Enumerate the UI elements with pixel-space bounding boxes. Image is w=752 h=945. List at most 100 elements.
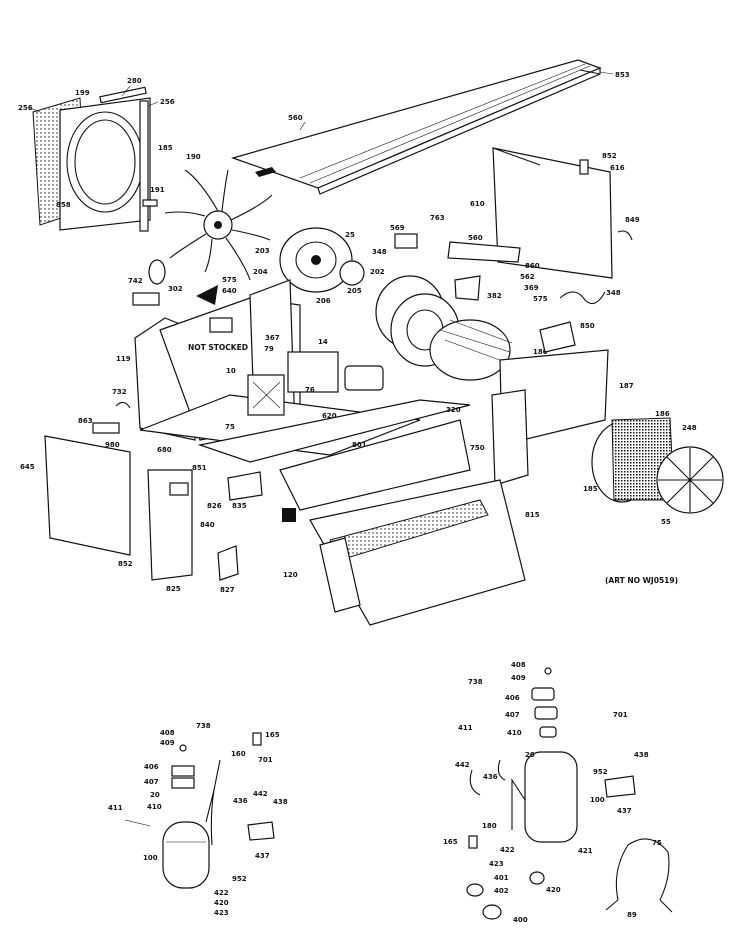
left-callout-406: 406	[144, 763, 159, 771]
right-callout-400: 400	[513, 916, 528, 924]
callout-732: 732	[112, 388, 127, 396]
compressor-right-100	[469, 667, 578, 843]
callout-190: 190	[186, 153, 201, 161]
right-callout-442: 442	[455, 761, 470, 769]
callout-180: 180	[533, 348, 548, 356]
callout-280: 280	[127, 77, 142, 85]
callout-14: 14	[318, 338, 328, 346]
callout-852-bottom: 852	[118, 560, 133, 568]
callout-185-shroud: 185	[158, 144, 173, 152]
callout-369: 369	[524, 284, 539, 292]
right-callout-438: 438	[634, 751, 649, 759]
callout-610: 610	[470, 200, 485, 208]
callout-835: 835	[232, 502, 247, 510]
right-callout-420: 420	[546, 886, 561, 894]
right-callout-20: 20	[525, 751, 535, 759]
condenser-fan-55	[591, 417, 724, 514]
left-callout-423: 423	[214, 909, 229, 917]
left-callout-408: 408	[160, 729, 175, 737]
callout-187: 187	[619, 382, 634, 390]
callout-55: 55	[661, 518, 671, 526]
right-callout-411: 411	[458, 724, 473, 732]
right-callout-952: 952	[593, 768, 608, 776]
callout-320: 320	[446, 406, 461, 414]
left-callout-409: 409	[160, 739, 175, 747]
callout-815: 815	[525, 511, 540, 519]
callout-840: 840	[200, 521, 215, 529]
side-panel-610	[492, 147, 613, 279]
callout-205: 205	[347, 287, 362, 295]
callout-348-upper: 348	[372, 248, 387, 256]
left-callout-20: 20	[150, 791, 160, 799]
callout-10: 10	[226, 367, 236, 375]
left-callout-701: 701	[258, 756, 273, 764]
callout-826: 826	[207, 502, 222, 510]
callout-575-left: 575	[222, 276, 237, 284]
right-callout-406: 406	[505, 694, 520, 702]
right-callout-701: 701	[613, 711, 628, 719]
callout-825: 825	[166, 585, 181, 593]
callout-853: 853	[615, 71, 630, 79]
callout-348-right: 348	[606, 289, 621, 297]
right-callout-402: 402	[494, 887, 509, 895]
right-callout-423: 423	[489, 860, 504, 868]
callout-25: 25	[345, 231, 355, 239]
callout-382: 382	[487, 292, 502, 300]
right-callout-409: 409	[511, 674, 526, 682]
callout-204: 204	[253, 268, 268, 276]
callout-569: 569	[390, 224, 405, 232]
right-callout-401: 401	[494, 874, 509, 882]
callout-645: 645	[20, 463, 35, 471]
callout-560: 560	[288, 114, 303, 122]
callout-680: 680	[157, 446, 172, 454]
right-callout-738: 738	[468, 678, 483, 686]
callout-206: 206	[316, 297, 331, 305]
left-callout-100: 100	[143, 854, 158, 862]
callout-620: 620	[322, 412, 337, 420]
note-not-stocked: NOT STOCKED	[188, 343, 248, 352]
left-callout-165: 165	[265, 731, 280, 739]
callout-849: 849	[625, 216, 640, 224]
right-callout-89: 89	[627, 911, 637, 919]
left-callout-738: 738	[196, 722, 211, 730]
left-callout-438: 438	[273, 798, 288, 806]
callout-850: 850	[580, 322, 595, 330]
right-callout-422: 422	[500, 846, 515, 854]
callout-256-right: 256	[160, 98, 175, 106]
right-callout-408: 408	[511, 661, 526, 669]
callout-562: 562	[520, 273, 535, 281]
right-callout-437: 437	[617, 807, 632, 815]
callout-202: 202	[370, 268, 385, 276]
left-callout-420: 420	[214, 899, 229, 907]
callout-640: 640	[222, 287, 237, 295]
left-callout-952: 952	[232, 875, 247, 883]
callout-119: 119	[116, 355, 131, 363]
left-callout-411: 411	[108, 804, 123, 812]
left-callout-407: 407	[144, 778, 159, 786]
left-callout-160: 160	[231, 750, 246, 758]
right-callout-436: 436	[483, 773, 498, 781]
top-cover-560	[231, 59, 602, 195]
callout-863: 863	[78, 417, 93, 425]
callout-575-right: 575	[533, 295, 548, 303]
callout-801: 801	[352, 441, 367, 449]
callout-76: 76	[305, 386, 315, 394]
callout-120: 120	[283, 571, 298, 579]
control-panel-825	[147, 469, 193, 581]
right-callout-410: 410	[507, 729, 522, 737]
callout-256-left: 256	[18, 104, 33, 112]
blower-assembly-180	[375, 275, 513, 381]
callout-616: 616	[610, 164, 625, 172]
left-callout-437: 437	[255, 852, 270, 860]
callout-199: 199	[75, 89, 90, 97]
callout-75: 75	[225, 423, 235, 431]
condenser-fan-190	[164, 169, 273, 281]
callout-858: 858	[56, 201, 71, 209]
callout-560-bracket: 560	[468, 234, 483, 242]
callout-185-right: 185	[583, 485, 598, 493]
callout-203: 203	[255, 247, 270, 255]
left-callout-422: 422	[214, 889, 229, 897]
condenser-grille-199	[32, 86, 151, 232]
callout-860: 860	[525, 262, 540, 270]
